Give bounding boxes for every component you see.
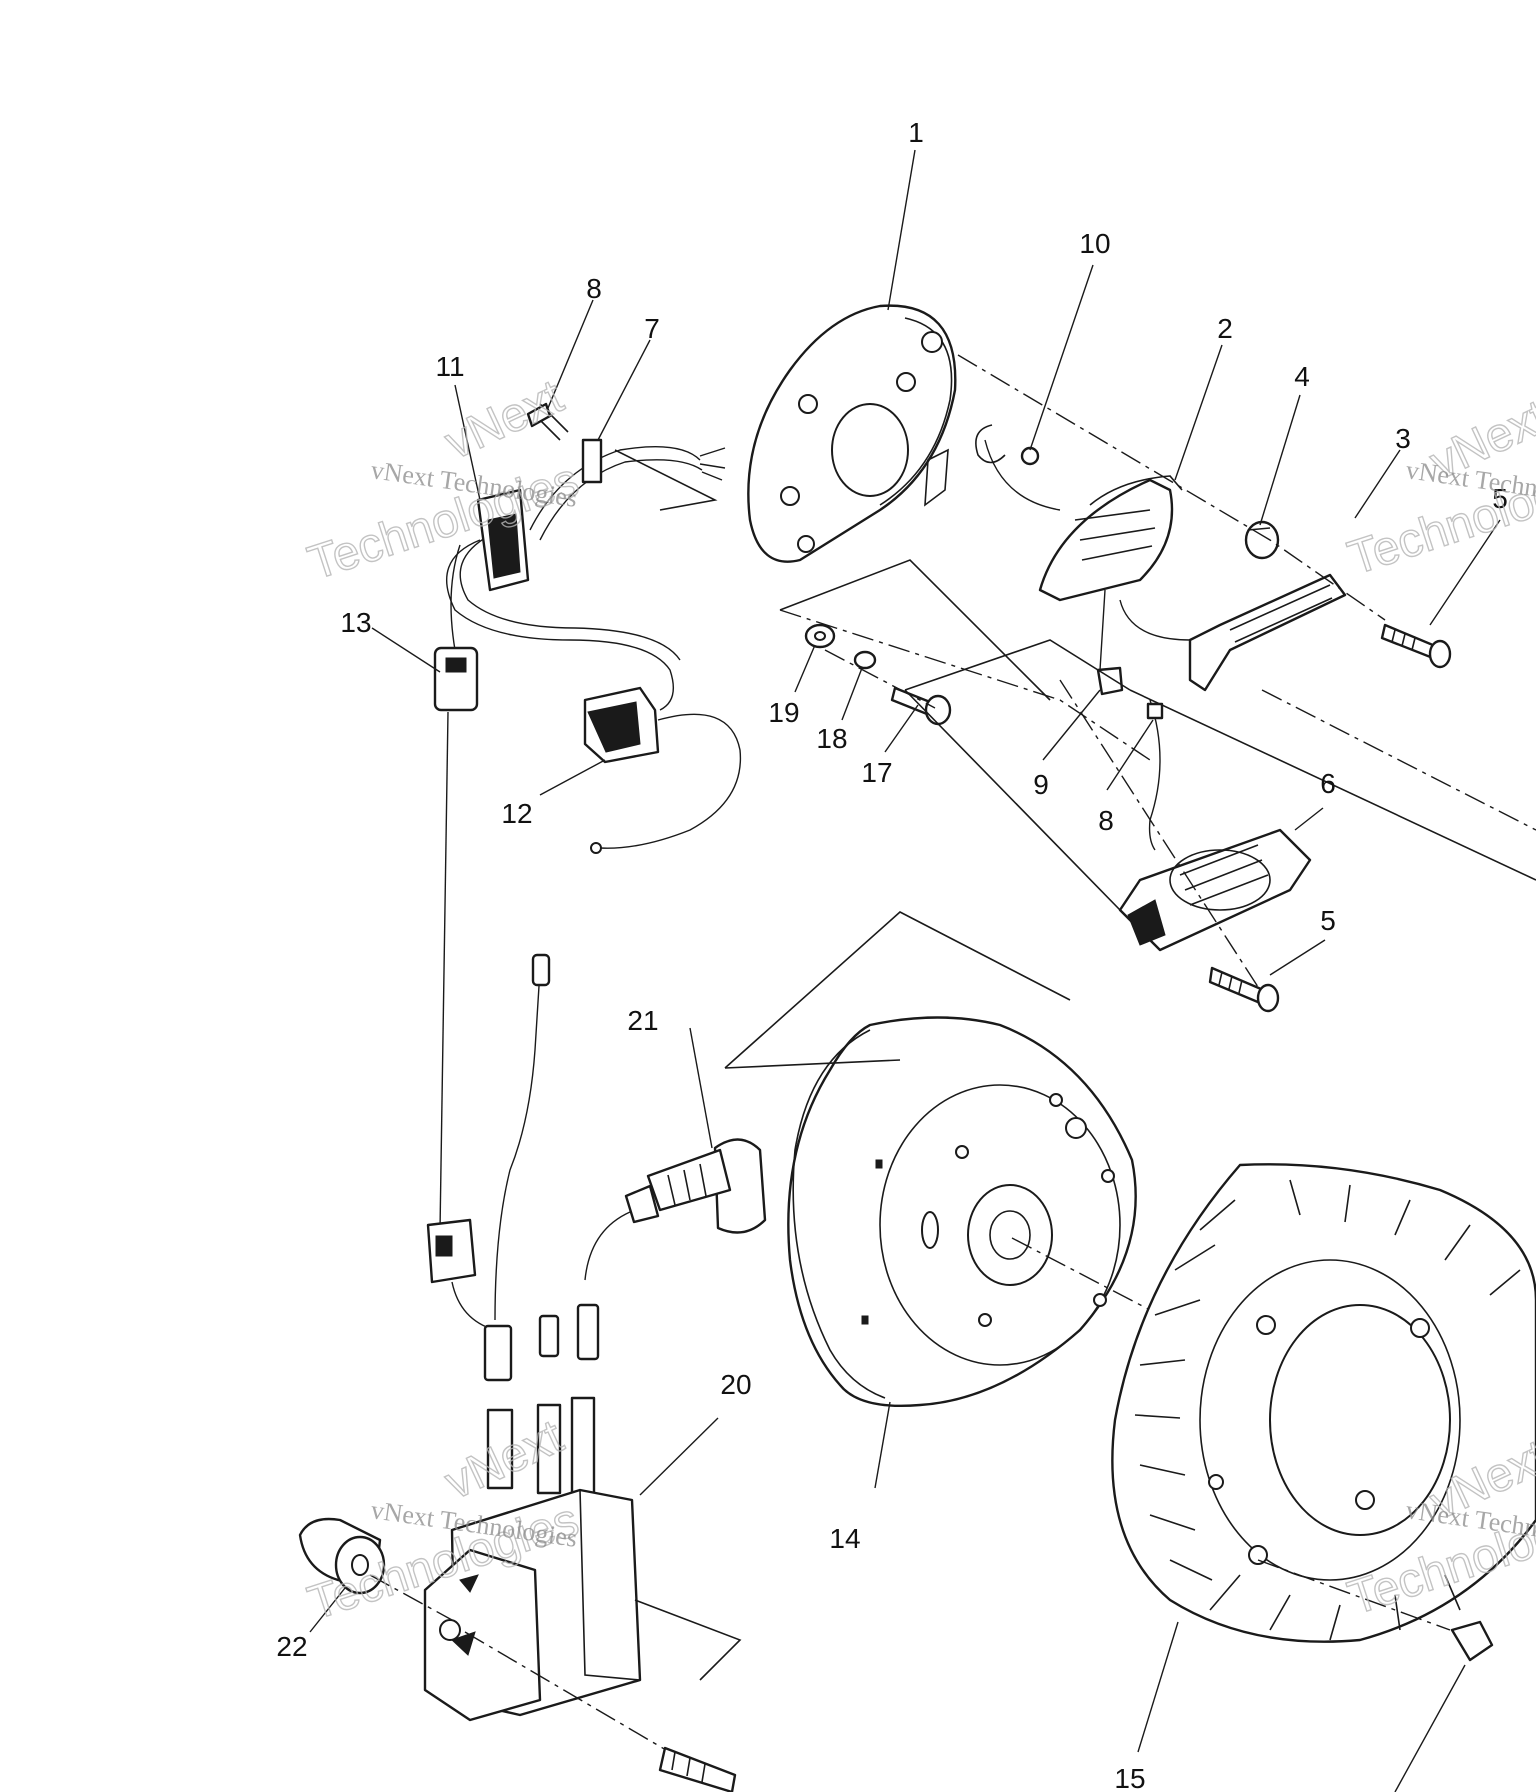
- callout-5-upper: 5: [1492, 483, 1508, 514]
- washer-19: [804, 623, 836, 649]
- callout-9: 9: [1033, 769, 1049, 800]
- watermark-upper-left: vNext Technologies vNext Technologies: [301, 369, 585, 591]
- watermark-upper-right: vNext Technologies vNext Technologies: [1341, 389, 1536, 586]
- flywheel: [787, 1016, 1137, 1407]
- callout-6: 6: [1320, 768, 1336, 799]
- callout-5-lower: 5: [1320, 905, 1336, 936]
- callout-11: 11: [435, 351, 464, 382]
- cdi-leads: [426, 711, 551, 1331]
- callout-22: 22: [276, 1631, 307, 1662]
- screw-5-lower: [1208, 966, 1280, 1013]
- cdi-box: [423, 1303, 742, 1771]
- screw-8-lower: [1146, 702, 1164, 720]
- pickup-coil-3: [1188, 573, 1347, 692]
- spark-plug-cap: [584, 1138, 767, 1281]
- callout-8-lower: 8: [1098, 805, 1114, 836]
- spacer-4: [1244, 520, 1280, 560]
- stator-plate: [747, 304, 957, 563]
- callout-20: 20: [720, 1369, 751, 1400]
- charging-coil: [1038, 475, 1183, 602]
- callout-15: 15: [1114, 1763, 1145, 1792]
- callout-14: 14: [829, 1523, 860, 1554]
- fan-bolt: [1257, 1559, 1494, 1662]
- callout-10: 10: [1079, 228, 1110, 259]
- cdi-mount-bolt: [658, 1746, 737, 1792]
- callout-21: 21: [627, 1005, 658, 1036]
- leader-lines: [309, 149, 1501, 1792]
- callout-4: 4: [1294, 361, 1310, 392]
- lockwasher-18: [853, 650, 877, 670]
- callout-13: 13: [340, 607, 371, 638]
- callout-labels: 1 2 3 4 5 5 6 7 8 8 9 10 11 12 13 14 15 …: [276, 117, 1507, 1792]
- callout-1: 1: [908, 117, 924, 148]
- callout-2: 2: [1217, 313, 1233, 344]
- callout-12: 12: [501, 798, 532, 829]
- cooling-fan: [1111, 1163, 1536, 1643]
- collar-22: [298, 1517, 453, 1621]
- callout-8-upper: 8: [586, 273, 602, 304]
- lighting-coil-6: [1118, 828, 1312, 952]
- screw-5-upper: [1380, 623, 1452, 669]
- callout-19: 19: [768, 697, 799, 728]
- callout-3: 3: [1395, 423, 1411, 454]
- assembly-lines-upper: [614, 354, 1536, 991]
- callout-17: 17: [861, 757, 892, 788]
- condenser-block: [583, 686, 742, 854]
- flywheel-assembly-lines: [724, 911, 1151, 1311]
- callout-18: 18: [816, 723, 847, 754]
- screw-8-upper: [526, 402, 552, 428]
- wiring-harness: [433, 403, 726, 712]
- callout-7: 7: [644, 313, 660, 344]
- watermark-word-vnext: vNext: [437, 370, 571, 470]
- wire-clip-10: [975, 424, 1040, 466]
